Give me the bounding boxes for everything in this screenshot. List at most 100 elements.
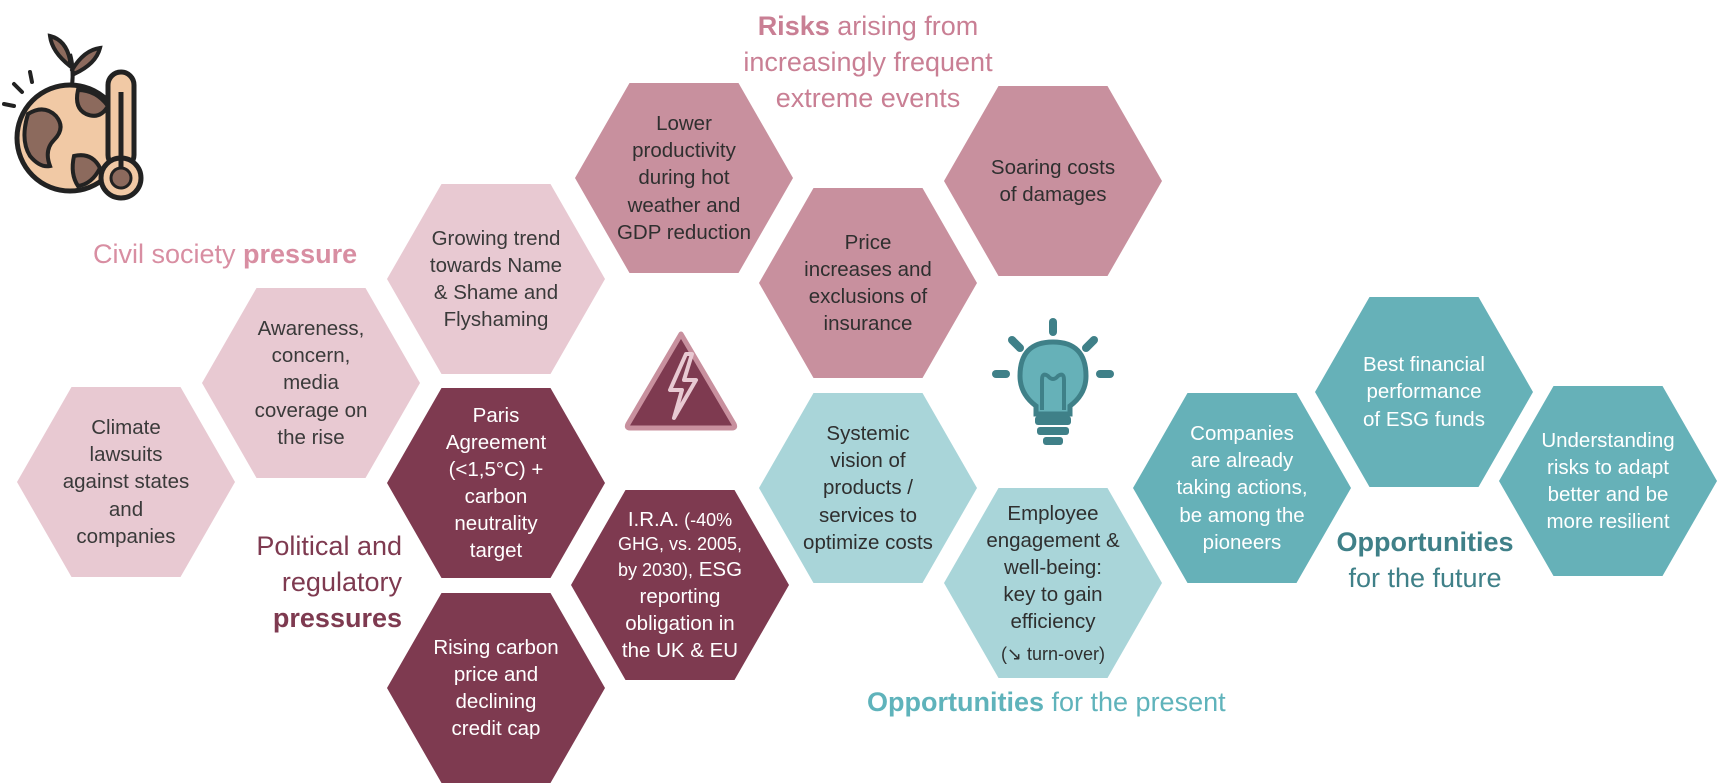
hex-line: optimize costs [803,530,933,554]
hex-line: increases and [804,257,932,281]
hex-line: performance [1366,380,1482,404]
hex-line: efficiency [1010,609,1096,633]
hex-line: insurance [823,312,913,336]
hex-line: better and be [1547,483,1669,506]
hex-line: key to gain [1003,582,1103,606]
hex-line: (<1,5°C) + [448,457,544,481]
hex-line: pioneers [1202,530,1282,554]
hex-line: neutrality [454,512,538,536]
hex-line: obligation in [625,612,735,636]
hex-line: towards Name [429,253,563,277]
hex-line: well-being: [1004,555,1102,579]
hex-note: (↘ turn-over) [1000,643,1106,664]
hex-line: GDP reduction [616,220,752,244]
hex-line: Companies [1190,422,1294,446]
hex-line: weather and [627,193,741,217]
hex-line: the rise [277,425,345,449]
opportunities-present-heading: Opportunities for the present [867,685,1226,721]
opportunities-present-rest: for the present [1044,687,1226,717]
hex-pioneers: Companies are already taking actions, be… [1133,393,1351,583]
opportunities-present-bold: Opportunities [867,687,1044,717]
hex-line: Employee [1007,501,1099,525]
hex-line-part: I.R.A. [627,507,680,531]
hex-systemic-vision: Systemic vision of products / services t… [759,393,977,583]
political-heading-bold: pressures [272,602,402,633]
risks-heading-bold: Risks [757,11,830,41]
hex-line: lawsuits [89,443,163,467]
hex-paris-agreement: Paris Agreement (<1,5°C) + carbon neutra… [387,388,605,578]
risks-heading-line3: extreme events [775,82,961,113]
hex-line: carbon [464,485,528,508]
hex-name-and-shame: Growing trend towards Name & Shame and F… [387,184,605,374]
political-heading: Political and regulatory pressures [200,529,402,637]
hex-line-part: by 2030), [617,560,694,581]
hex-line: media [283,371,339,395]
hex-line: services to [819,503,917,527]
hex-line: target [469,539,523,563]
high-voltage-warning-icon [624,331,738,431]
hex-line: price and [453,662,539,686]
hex-climate-lawsuits: Climate lawsuits against states and comp… [17,387,235,577]
earth-thermometer-icon [2,33,144,201]
hex-line: during hot [638,166,730,190]
hex-ira: I.R.A. (-40% GHG, vs. 2005, by 2030), ES… [571,490,789,680]
civil-society-heading-bold: pressure [243,239,358,269]
hex-understanding-risks: Understanding risks to adapt better and … [1499,386,1717,576]
political-heading-line1: Political and [256,531,402,561]
hex-line: of ESG funds [1363,407,1485,431]
hex-line: Flyshaming [443,308,549,332]
risks-heading-rest: arising from [829,11,979,41]
hex-line: Paris [472,403,520,427]
hex-line: Best financial [1363,353,1485,377]
hex-line: Growing trend [431,226,561,250]
hex-line: & Shame and [433,281,559,304]
hex-line: be among the [1179,503,1305,527]
hex-line: Rising carbon [433,635,559,659]
hex-line: the UK & EU [621,639,739,663]
hex-line: Lower [656,112,712,136]
hex-line: Awareness, [257,317,365,341]
hex-line: companies [76,524,176,548]
civil-society-heading-normal: Civil society [93,239,244,269]
hex-line: productivity [632,139,736,163]
hex-line: credit cap [451,717,541,741]
hex-line: taking actions, [1176,476,1308,500]
hex-line: are already [1190,449,1294,473]
civil-society-heading: Civil society pressure [93,237,357,273]
hex-line: GHG, vs. 2005, [617,533,743,554]
hex-line: I.R.A. (-40% [628,506,732,533]
hex-line: Understanding [1541,428,1675,452]
hex-line-part: (-40% [679,509,733,530]
risks-heading: Risks arising from increasingly frequent… [668,9,1068,117]
hex-line: by 2030), ESG [618,556,742,583]
hex-line: vision of [830,449,906,473]
hex-line: more resilient [1546,510,1670,534]
hex-line: Systemic [826,422,910,446]
hex-line: concern, [271,344,351,368]
hex-line: declining [455,690,537,713]
hex-line: Climate [91,416,161,440]
opportunities-future-heading: Opportunities for the future [1310,525,1540,597]
hex-line: and [108,497,144,521]
hex-line: reporting [639,585,721,609]
hex-best-financial: Best financial performance of ESG funds [1315,297,1533,487]
hex-line: coverage on [254,398,368,422]
hex-line: Price [844,230,892,254]
opportunities-future-bold: Opportunities [1336,527,1514,557]
hex-line: Soaring costs [990,155,1116,179]
hex-line: Agreement [445,430,547,454]
hex-price-increases: Price increases and exclusions of insura… [759,188,977,378]
lightbulb-icon [992,318,1114,445]
hex-line: of damages [999,183,1107,206]
hex-employee-engagement: Employee engagement & well-being: key to… [944,488,1162,678]
risks-heading-line2: increasingly frequent [743,46,993,77]
hex-line: risks to adapt [1547,455,1669,479]
hex-line: against states [62,470,190,494]
hex-line: products / [822,476,914,500]
opportunities-future-line2: for the future [1348,562,1502,593]
hex-rising-carbon-price: Rising carbon price and declining credit… [387,593,605,783]
hex-awareness: Awareness, concern, media coverage on th… [202,288,420,478]
hex-line: engagement & [986,528,1120,552]
political-heading-line2: regulatory [281,566,402,597]
hex-line-part: ESG [693,558,743,582]
